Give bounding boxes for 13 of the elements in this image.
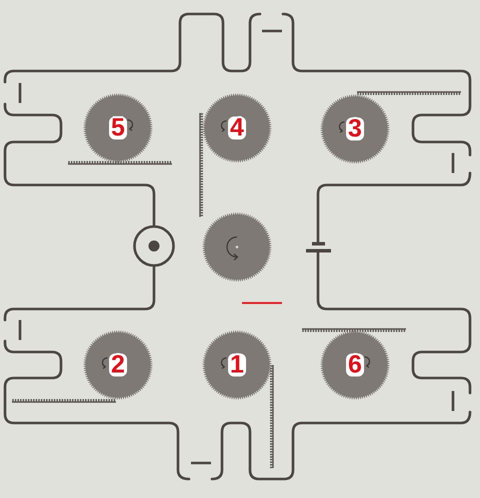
gear-number: 5 [109,116,127,140]
gear [202,93,272,163]
gear-number: 2 [109,354,127,376]
gear-number: 1 [228,354,246,376]
gear [202,330,272,400]
gear [320,330,390,400]
gear-number: 4 [228,116,246,140]
gear-number: 3 [346,118,364,140]
gear [83,330,153,400]
gear [202,212,272,282]
gear [320,94,390,164]
gear [83,93,153,163]
gear-number: 6 [346,354,364,376]
